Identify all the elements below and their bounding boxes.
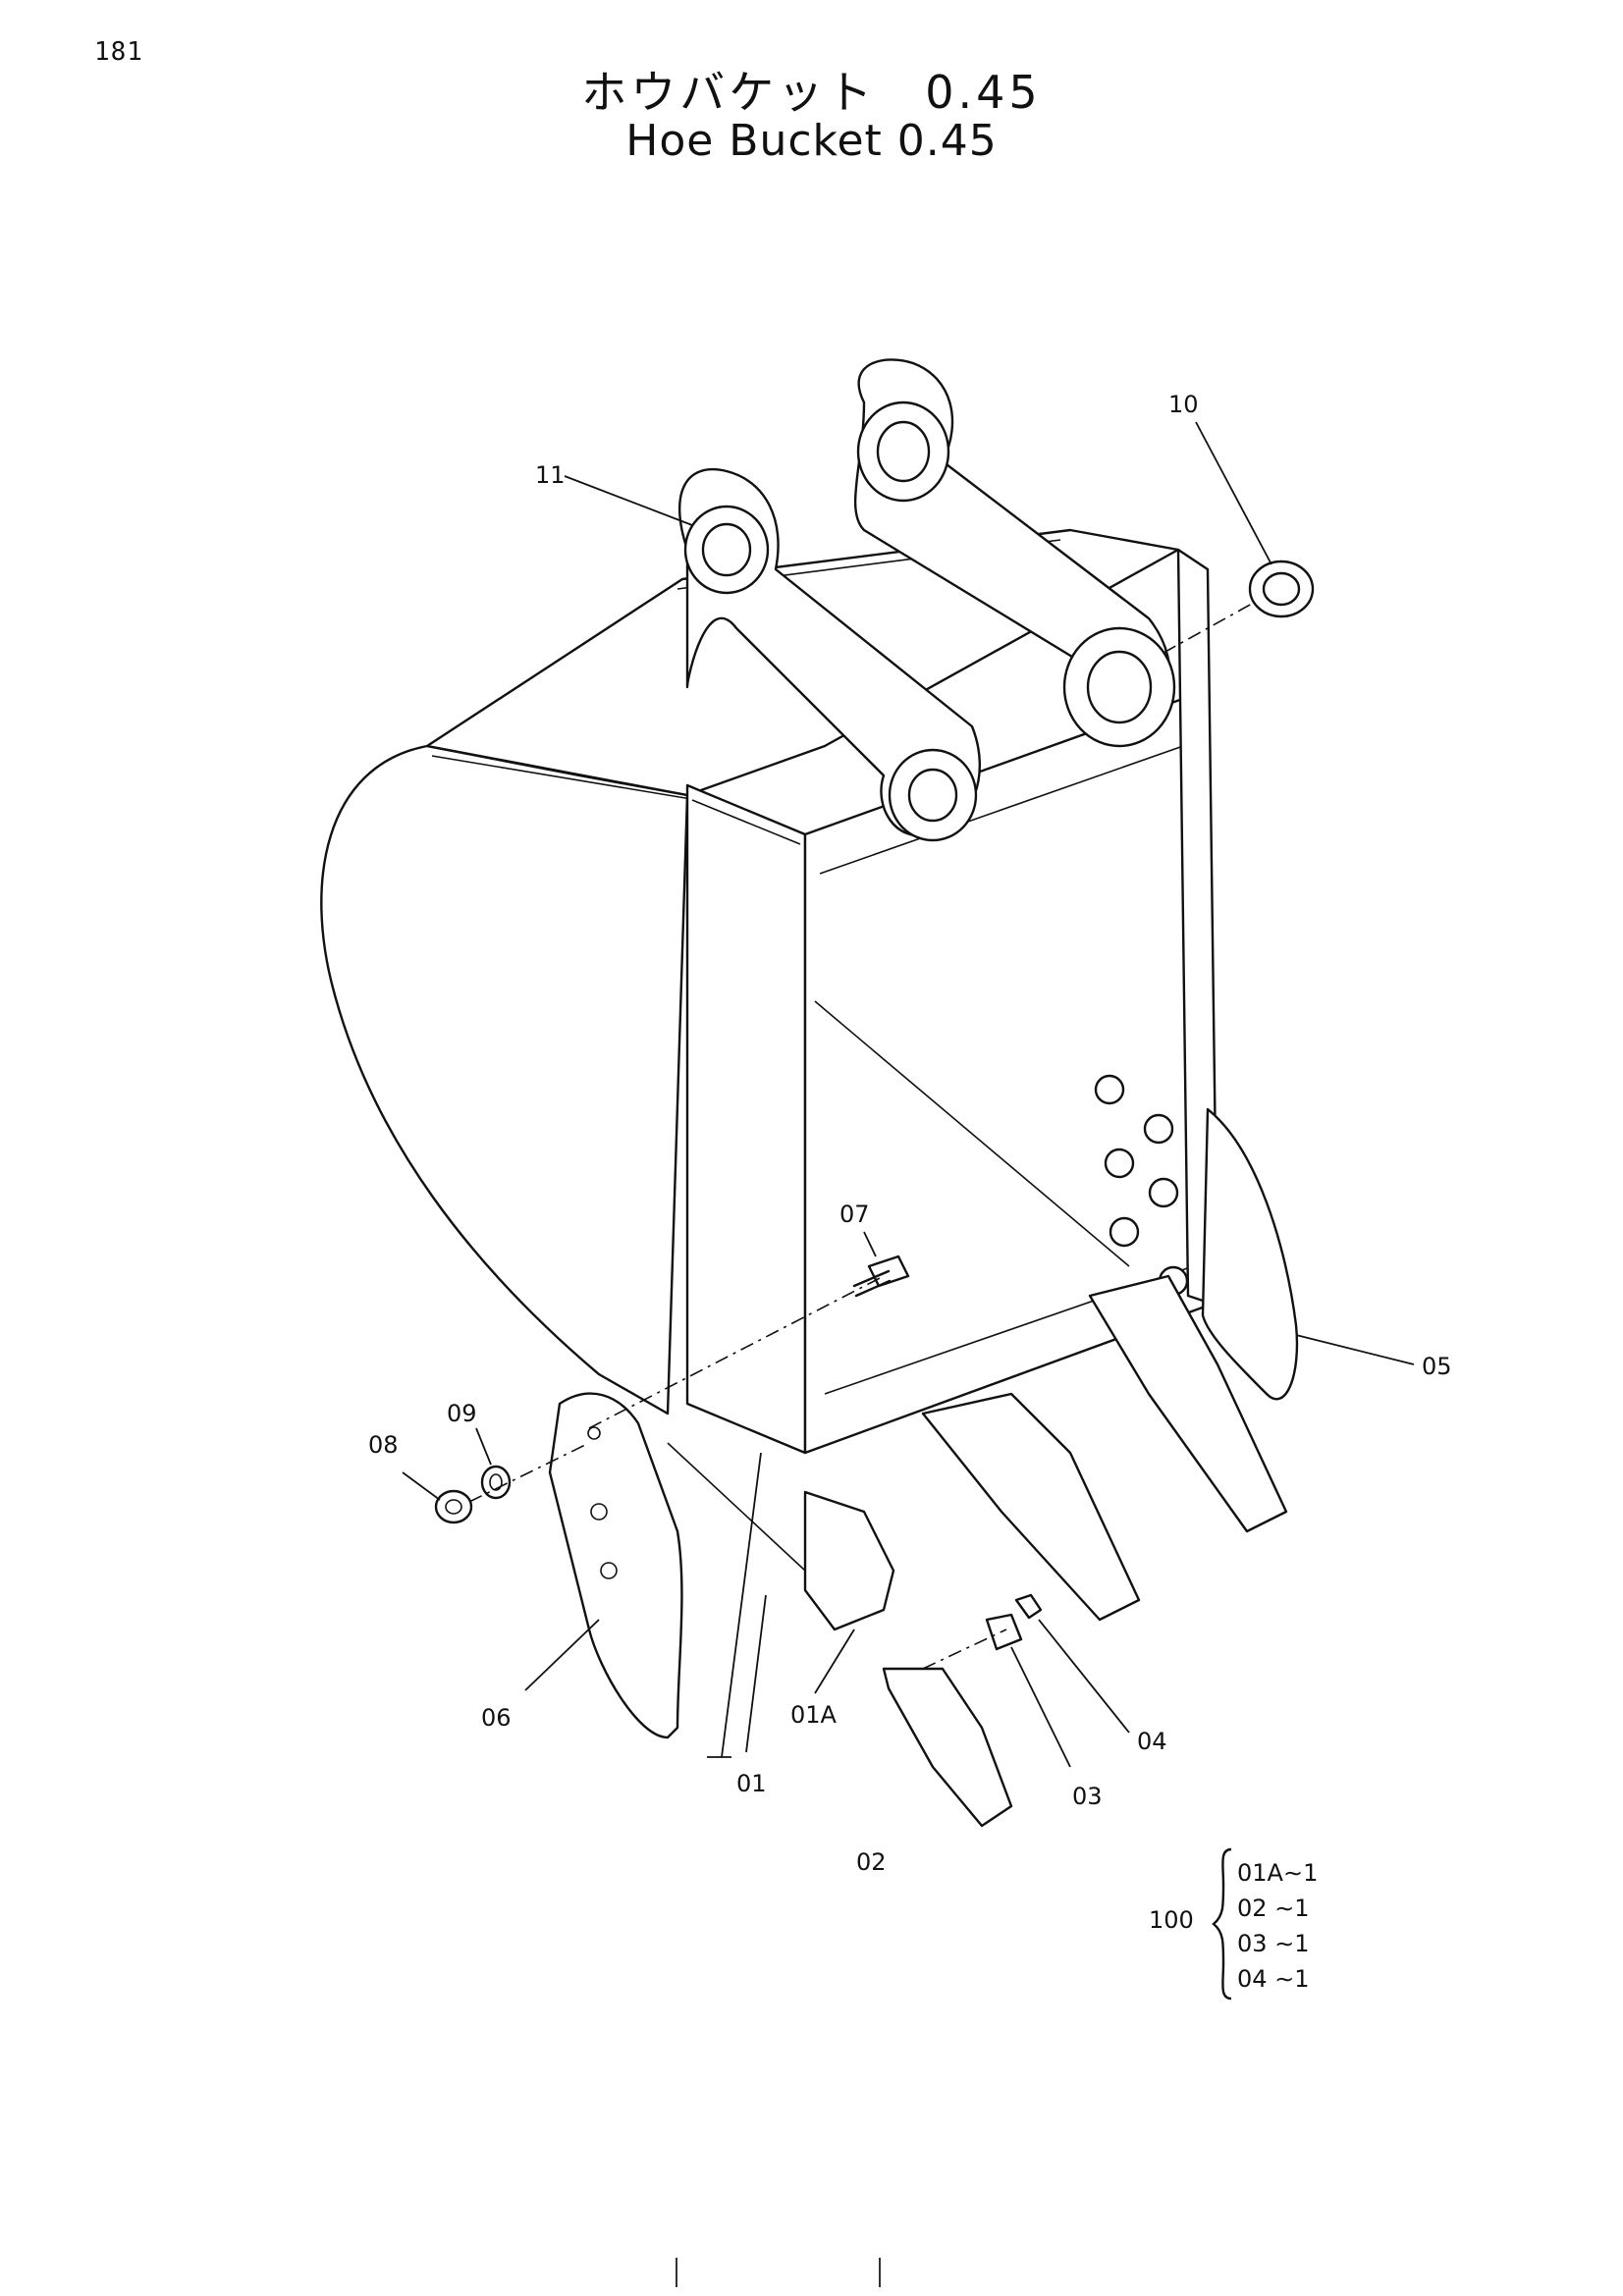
callout-01: 01 bbox=[736, 1770, 767, 1797]
leader-03 bbox=[1010, 1646, 1071, 1768]
center-line-ring bbox=[1163, 603, 1253, 654]
leader-08 bbox=[402, 1471, 441, 1501]
leader-11 bbox=[564, 475, 693, 526]
tooth-right bbox=[1088, 1274, 1288, 1533]
title-english: Hoe Bucket 0.45 bbox=[625, 116, 998, 166]
leader-01-bracket bbox=[707, 1452, 767, 1758]
leader-05 bbox=[1295, 1334, 1415, 1365]
tooth-02 bbox=[882, 1667, 1013, 1828]
callout-10: 10 bbox=[1168, 391, 1199, 418]
ring-10 bbox=[1248, 560, 1315, 618]
callout-09: 09 bbox=[447, 1400, 477, 1427]
callout-11: 11 bbox=[535, 461, 566, 489]
kit-item: 01A∼1 bbox=[1237, 1859, 1319, 1887]
page-edge-mark bbox=[676, 2258, 677, 2287]
leader-04 bbox=[1038, 1619, 1130, 1734]
kit-item: 04 ∼1 bbox=[1237, 1965, 1310, 1993]
page-edge-mark bbox=[879, 2258, 881, 2287]
kit-items-list: 01A∼1 02 ∼1 03 ∼1 04 ∼1 bbox=[1237, 1855, 1318, 1997]
lock-03 bbox=[985, 1613, 1023, 1651]
leader-07 bbox=[863, 1231, 877, 1257]
leader-10 bbox=[1195, 421, 1272, 565]
center-line-bolt bbox=[588, 1275, 885, 1429]
pin-04 bbox=[1014, 1593, 1043, 1620]
side-cutter-left bbox=[548, 1392, 683, 1739]
bucket-shell bbox=[320, 744, 689, 1415]
boss-lower-left bbox=[888, 748, 978, 842]
kit-item: 03 ∼1 bbox=[1237, 1930, 1310, 1957]
callout-06: 06 bbox=[481, 1704, 512, 1732]
left-side-plate bbox=[685, 783, 807, 1455]
washer-09 bbox=[480, 1465, 512, 1500]
page-number: 181 bbox=[94, 37, 143, 67]
leader-06 bbox=[524, 1619, 600, 1691]
callout-02: 02 bbox=[856, 1848, 887, 1876]
kit-item: 02 ∼1 bbox=[1237, 1895, 1310, 1922]
kit-breakdown: 100 01A∼1 02 ∼1 03 ∼1 04 ∼1 bbox=[1149, 1845, 1404, 2002]
leader-09 bbox=[475, 1427, 492, 1466]
callout-07: 07 bbox=[839, 1201, 870, 1228]
brace-icon bbox=[1212, 1847, 1232, 2001]
callout-05: 05 bbox=[1422, 1353, 1452, 1380]
side-cutter-bolts bbox=[1094, 1074, 1189, 1297]
callout-03: 03 bbox=[1072, 1783, 1103, 1810]
side-cutter-right bbox=[1201, 1107, 1299, 1401]
boss-upper-right bbox=[856, 400, 950, 503]
boss-lower-right bbox=[1062, 626, 1176, 748]
callout-08: 08 bbox=[368, 1431, 399, 1459]
kit-quantity-label: 100 bbox=[1149, 1906, 1194, 1934]
adapter-01A bbox=[803, 1490, 895, 1631]
title-japanese: ホウバケット 0.45 bbox=[581, 66, 1042, 119]
boss-upper-left bbox=[683, 505, 770, 595]
callout-01A: 01A bbox=[790, 1701, 838, 1729]
center-line-nut bbox=[468, 1442, 590, 1503]
callout-04: 04 bbox=[1137, 1728, 1167, 1755]
center-line-pin bbox=[922, 1629, 1007, 1670]
nut-08 bbox=[434, 1489, 473, 1524]
leader-01A bbox=[814, 1629, 855, 1694]
tooth-center bbox=[921, 1392, 1141, 1622]
